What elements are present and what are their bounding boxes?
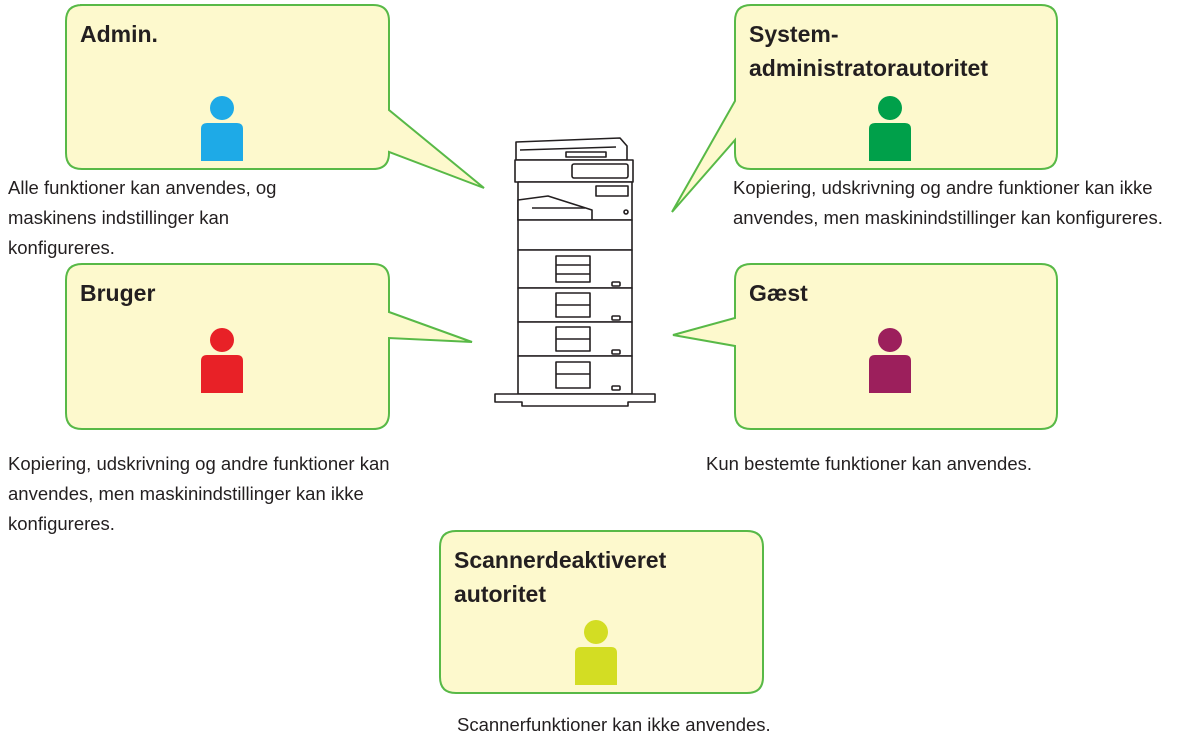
scanner-bubble: Scannerdeaktiveret autoritet	[440, 531, 763, 693]
admin-description: Alle funktioner kan anvendes, og maskine…	[8, 177, 277, 258]
admin-bubble-shape	[65, 4, 485, 189]
sysadmin-bubble-shape	[671, 4, 1058, 213]
admin-title: Admin.	[80, 21, 158, 47]
guest-bubble: Gæst	[735, 264, 1057, 429]
person-icon	[869, 96, 911, 161]
guest-bubble-shape	[672, 263, 1058, 430]
user-bubble: Bruger	[66, 264, 389, 429]
user-description: Kopiering, udskrivning og andre funktion…	[8, 453, 390, 534]
sysadmin-title-line2: administratorautoritet	[749, 55, 988, 81]
sysadmin-title-line1: System-	[749, 21, 839, 47]
admin-bubble: Admin.	[66, 5, 389, 169]
sysadmin-description: Kopiering, udskrivning og andre funktion…	[733, 177, 1163, 228]
sysadmin-bubble: System- administratorautoritet	[735, 5, 1057, 169]
person-icon	[201, 96, 243, 161]
person-icon	[201, 328, 243, 393]
guest-description: Kun bestemte funktioner kan anvendes.	[706, 453, 1033, 474]
user-title: Bruger	[80, 280, 156, 306]
guest-title: Gæst	[749, 280, 808, 306]
scanner-title-line2: autoritet	[454, 581, 546, 607]
person-icon	[869, 328, 911, 393]
scanner-title-line1: Scannerdeaktiveret	[454, 547, 667, 573]
multifunction-printer-icon	[494, 137, 656, 407]
scanner-description: Scannerfunktioner kan ikke anvendes.	[457, 714, 771, 735]
person-icon	[575, 620, 617, 685]
user-bubble-shape	[65, 263, 473, 430]
scanner-bubble-shape	[439, 530, 764, 694]
